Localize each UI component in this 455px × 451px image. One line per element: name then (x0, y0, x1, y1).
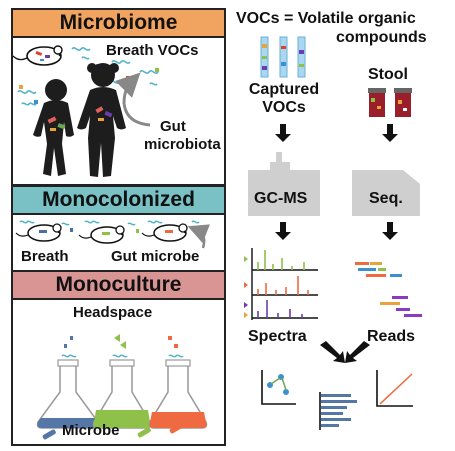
curved-arrow-icon (115, 72, 151, 127)
flask-icon (36, 336, 100, 429)
reads-label: Reads (367, 328, 416, 345)
breath-label: Breath (21, 248, 69, 265)
tube-icon (260, 36, 269, 78)
child-silhouette-icon (77, 63, 126, 177)
vial-icon (394, 88, 412, 117)
bar-chart-icon (319, 392, 357, 430)
spectra-label: Spectra (248, 328, 307, 345)
flask-icon (92, 334, 152, 429)
breath-vocs-label: Breath VOCs (106, 42, 199, 59)
tube-icon (279, 36, 288, 78)
mouse-icon (15, 223, 62, 242)
arrow-down-icon (320, 341, 370, 363)
tube-icon (297, 36, 306, 78)
vial-icon (368, 88, 386, 117)
mouse-icon (12, 45, 63, 66)
line-plot-icon (376, 370, 413, 407)
monoculture-header: Monoculture (11, 270, 226, 300)
captured-line1: Captured (248, 81, 320, 98)
headspace-label: Headspace (73, 304, 153, 321)
seq-label: Seq. (369, 190, 403, 207)
instrument-icon (352, 170, 420, 216)
child-silhouette-icon (33, 79, 74, 176)
instrument-icon (248, 152, 320, 216)
definition-line2: compounds (336, 29, 427, 46)
reads-chart (355, 262, 422, 317)
microbiota-label: microbiota (144, 136, 221, 153)
definition-line1: VOCs = Volatile organic (236, 10, 416, 27)
scatter-plot-icon (261, 370, 296, 405)
arrow-down-icon (275, 124, 398, 240)
flask-icon (148, 336, 208, 429)
gut-microbe-label: Gut microbe (111, 248, 200, 265)
spectra-chart (244, 248, 318, 320)
gcms-label: GC-MS (254, 190, 308, 207)
microbiome-header: Microbiome (11, 8, 226, 38)
gut-label: Gut (160, 118, 186, 135)
microbe-label: Microbe (62, 422, 120, 439)
mouse-icon (141, 223, 188, 242)
mouse-icon (78, 225, 125, 244)
captured-line2: VOCs (262, 99, 306, 116)
stool-label: Stool (368, 66, 408, 83)
